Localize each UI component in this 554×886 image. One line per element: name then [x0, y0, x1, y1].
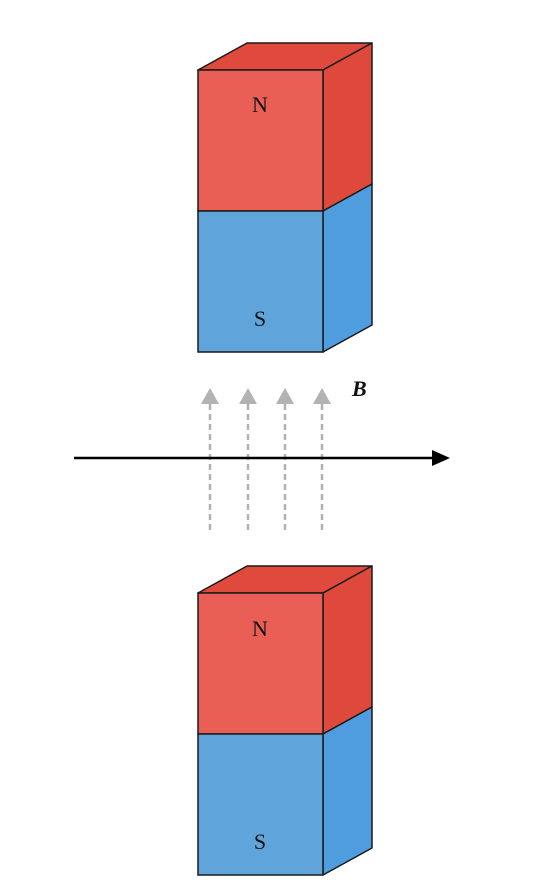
bottom-magnet-south-pole [197, 733, 324, 876]
wire-arrowhead [432, 450, 450, 466]
field-arrowhead [201, 388, 219, 404]
top-magnet-north-label: N [252, 92, 268, 117]
field-arrowhead [313, 388, 331, 404]
bottom-magnet: N S [197, 565, 373, 876]
top-magnet-south-label: S [254, 306, 266, 331]
field-arrowhead [239, 388, 257, 404]
top-magnet-south-pole [197, 210, 324, 353]
field-arrowhead [276, 388, 294, 404]
bottom-magnet-north-label: N [252, 616, 268, 641]
wire-arrow [74, 450, 450, 466]
top-magnet-north-side [322, 42, 373, 212]
field-line [313, 388, 331, 530]
top-magnet: N S [197, 42, 373, 353]
field-line [276, 388, 294, 530]
bottom-magnet-south-side [322, 706, 373, 876]
field-line [201, 388, 219, 530]
top-magnet-south-side [322, 183, 373, 353]
top-magnet-north-pole [197, 69, 324, 212]
bottom-magnet-south-label: S [254, 829, 266, 854]
magnetic-field-lines: B [201, 376, 367, 530]
field-line [239, 388, 257, 530]
bottom-magnet-north-pole [197, 592, 324, 735]
field-label: B [351, 376, 367, 401]
bottom-magnet-north-side [322, 565, 373, 735]
